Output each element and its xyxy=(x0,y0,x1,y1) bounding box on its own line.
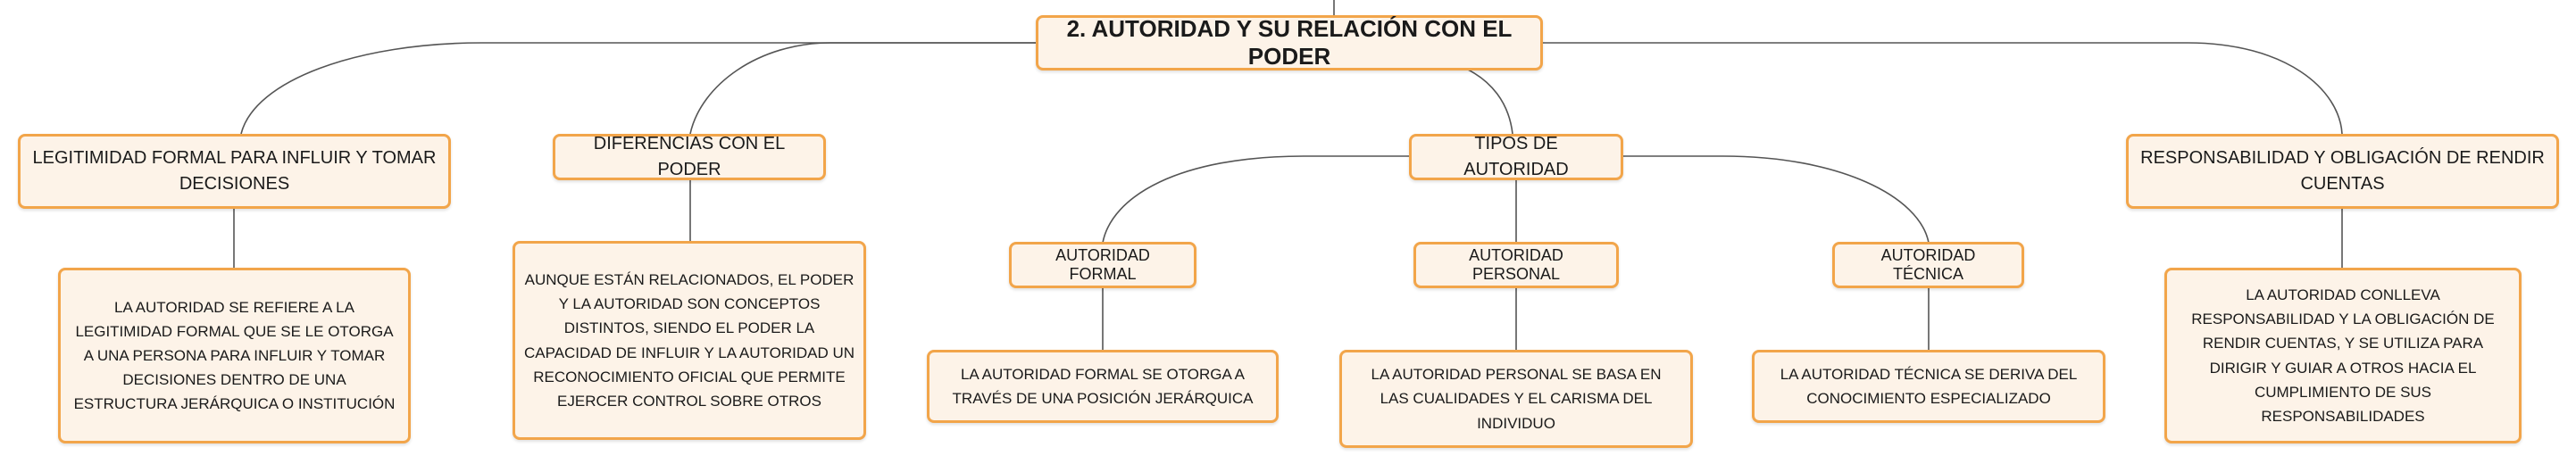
node-tipos[interactable]: TIPOS DE AUTORIDAD xyxy=(1409,134,1623,180)
node-responsabilidad-title: RESPONSABILIDAD Y OBLIGACIÓN DE RENDIR C… xyxy=(2140,148,2545,194)
node-autoridad-formal-title: AUTORIDAD FORMAL xyxy=(1055,246,1150,283)
node-diferencias[interactable]: DIFERENCIAS CON EL PODER xyxy=(553,134,826,180)
detail-autoridad-formal[interactable]: LA AUTORIDAD FORMAL SE OTORGA A TRAVÉS D… xyxy=(927,350,1279,423)
detail-autoridad-tecnica-text: LA AUTORIDAD TÉCNICA SE DERIVA DEL CONOC… xyxy=(1780,365,2078,407)
detail-responsabilidad-text: LA AUTORIDAD CONLLEVA RESPONSABILIDAD Y … xyxy=(2191,286,2495,425)
detail-legitimidad[interactable]: LA AUTORIDAD SE REFIERE A LA LEGITIMIDAD… xyxy=(58,268,411,443)
node-autoridad-tecnica-title: AUTORIDAD TÉCNICA xyxy=(1880,246,1976,283)
node-autoridad-personal[interactable]: AUTORIDAD PERSONAL xyxy=(1413,242,1619,288)
connector-root-legitimidad xyxy=(240,42,1036,135)
node-autoridad-tecnica[interactable]: AUTORIDAD TÉCNICA xyxy=(1832,242,2024,288)
detail-responsabilidad[interactable]: LA AUTORIDAD CONLLEVA RESPONSABILIDAD Y … xyxy=(2164,268,2522,443)
connector-tipos-formal xyxy=(1102,155,1411,244)
detail-autoridad-tecnica[interactable]: LA AUTORIDAD TÉCNICA SE DERIVA DEL CONOC… xyxy=(1752,350,2105,423)
detail-diferencias-text: AUNQUE ESTÁN RELACIONADOS, EL PODER Y LA… xyxy=(524,270,854,410)
node-autoridad-formal[interactable]: AUTORIDAD FORMAL xyxy=(1009,242,1196,288)
detail-autoridad-formal-text: LA AUTORIDAD FORMAL SE OTORGA A TRAVÉS D… xyxy=(952,365,1254,407)
connector-tipos-tecnica xyxy=(1621,155,1930,244)
detail-legitimidad-text: LA AUTORIDAD SE REFIERE A LA LEGITIMIDAD… xyxy=(73,298,396,413)
node-tipos-title: TIPOS DE AUTORIDAD xyxy=(1463,134,1569,179)
detail-autoridad-personal-text: LA AUTORIDAD PERSONAL SE BASA EN LAS CUA… xyxy=(1371,366,1662,432)
root-node[interactable]: 2. AUTORIDAD Y SU RELACIÓN CON EL PODER xyxy=(1036,15,1543,70)
connector-root-tipos xyxy=(1463,67,1513,135)
detail-autoridad-personal[interactable]: LA AUTORIDAD PERSONAL SE BASA EN LAS CUA… xyxy=(1339,350,1693,448)
node-diferencias-title: DIFERENCIAS CON EL PODER xyxy=(593,134,786,179)
connector-root-responsabilidad xyxy=(1543,42,2343,135)
node-autoridad-personal-title: AUTORIDAD PERSONAL xyxy=(1469,246,1563,283)
node-legitimidad[interactable]: LEGITIMIDAD FORMAL PARA INFLUIR Y TOMAR … xyxy=(18,134,451,209)
detail-diferencias[interactable]: AUNQUE ESTÁN RELACIONADOS, EL PODER Y LA… xyxy=(513,241,866,440)
connector-root-diferencias xyxy=(689,42,1036,135)
node-responsabilidad[interactable]: RESPONSABILIDAD Y OBLIGACIÓN DE RENDIR C… xyxy=(2126,134,2559,209)
root-title: 2. AUTORIDAD Y SU RELACIÓN CON EL PODER xyxy=(1066,15,1513,70)
node-legitimidad-title: LEGITIMIDAD FORMAL PARA INFLUIR Y TOMAR … xyxy=(32,148,437,194)
